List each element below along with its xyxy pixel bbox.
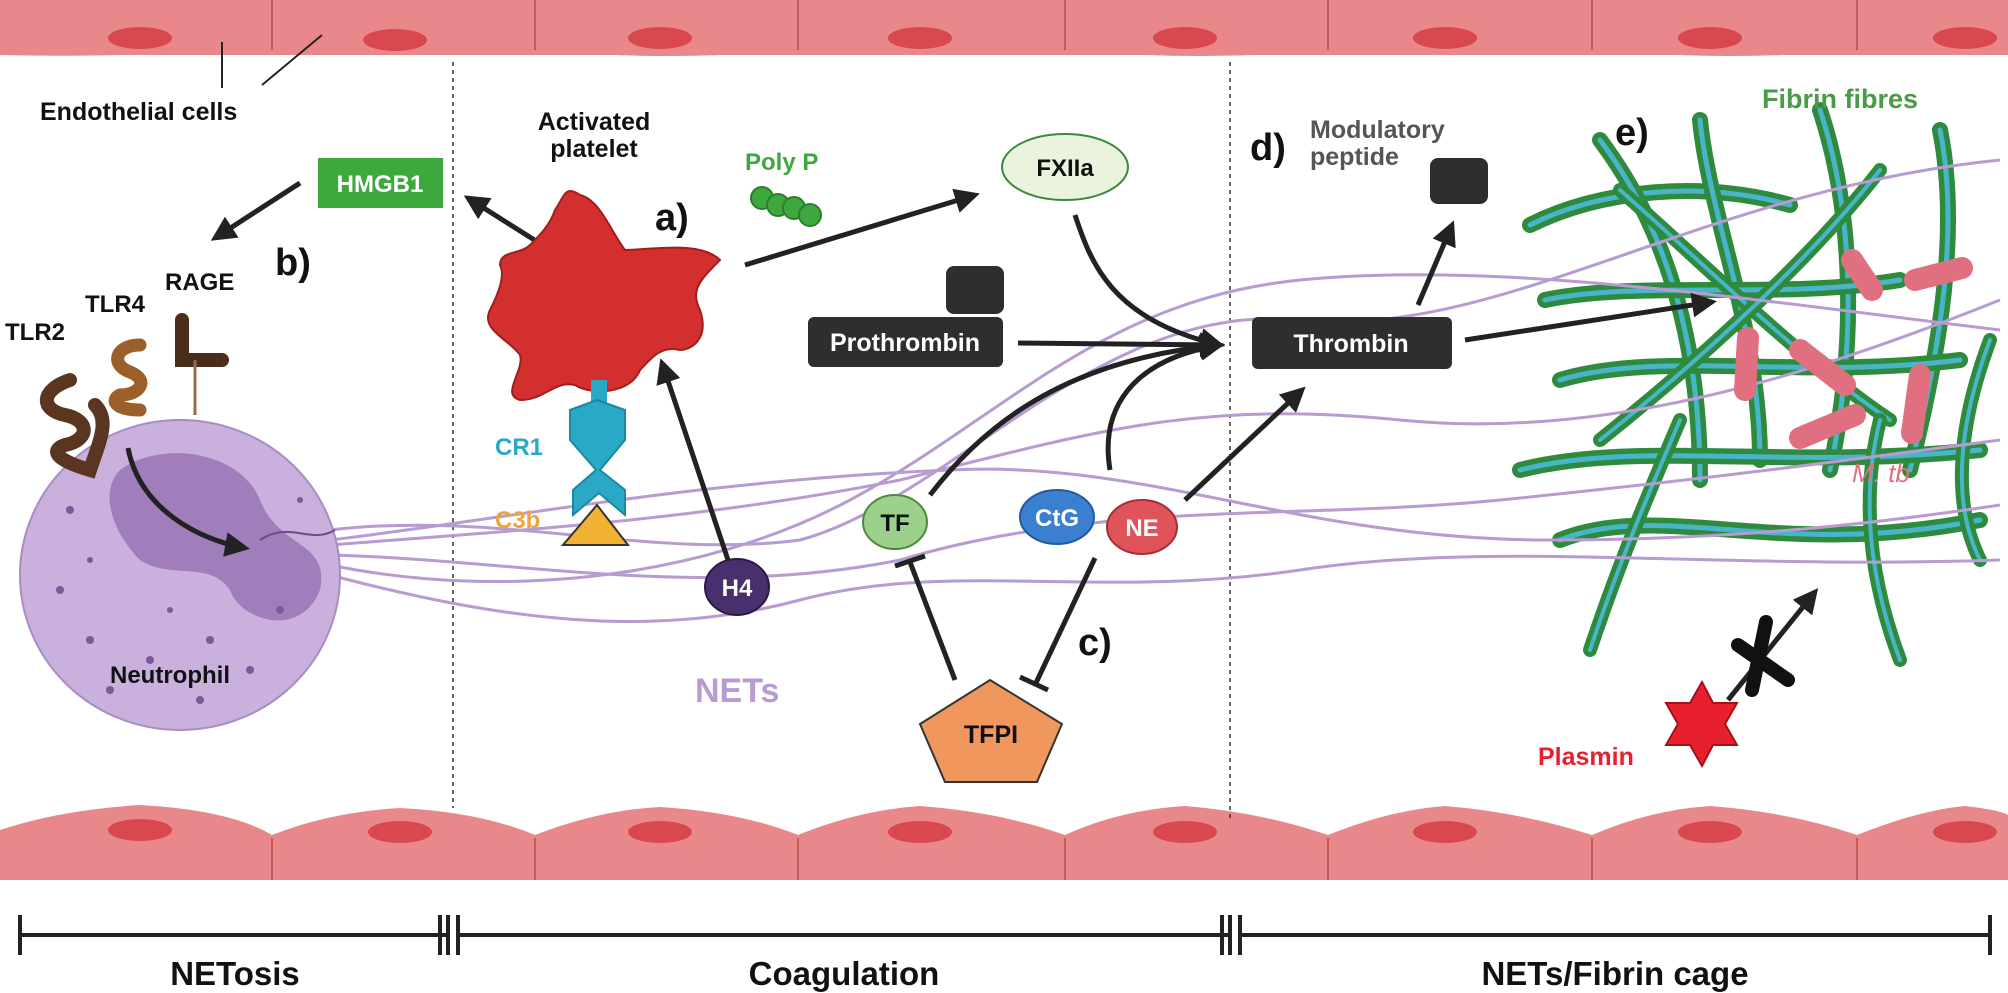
- tf-label: TF: [880, 510, 909, 537]
- neutrophil-internal-arrow: [125, 447, 250, 557]
- tlr4-label: TLR4: [85, 291, 146, 318]
- arrow-thrombin-to-peptide: [1415, 220, 1456, 306]
- cr1-label: CR1: [495, 434, 543, 461]
- hmgb1-label: HMGB1: [337, 171, 424, 198]
- m-tb-label: M. tb: [1852, 458, 1910, 488]
- tlr2-label: TLR2: [5, 319, 65, 346]
- modulatory-peptide-label-line1: Modulatory: [1310, 116, 1445, 144]
- modulatory-peptide-block: [1430, 158, 1488, 204]
- endothelial-cell-borders-bottom: [271, 838, 1858, 880]
- blocked-cross-icon: [1731, 615, 1795, 697]
- ne-ellipse: [1106, 499, 1178, 555]
- arrow-platelet-to-fxiia: [744, 188, 980, 268]
- endothelial-label-pointers: [221, 34, 323, 88]
- panel-letter-e: e): [1615, 112, 1649, 154]
- endothelial-cell-borders-top: [271, 0, 1858, 50]
- panel-letter-d: d): [1250, 127, 1286, 169]
- ctg-ellipse: [1019, 489, 1095, 545]
- prothrombin-subunit: [946, 266, 1004, 314]
- neutrophil: [19, 419, 341, 731]
- neutrophil-nucleus: [109, 453, 322, 621]
- modulatory-peptide-label-line2: peptide: [1310, 143, 1399, 171]
- rage-receptor: [175, 313, 229, 367]
- activated-platelet: [487, 190, 722, 402]
- panel-letter-a: a): [655, 197, 689, 239]
- arrow-ne-to-thrombin: [1183, 386, 1306, 502]
- phase-dividers: [452, 62, 1231, 818]
- receptors: [39, 313, 229, 479]
- converging-arrows: [928, 214, 1225, 497]
- rage-label: RAGE: [165, 269, 234, 296]
- phase-label-netosis: NETosis: [170, 955, 300, 992]
- endothelial-cells-label: Endothelial cells: [40, 98, 237, 126]
- tfpi-pentagon: [918, 678, 1064, 783]
- plasmin-label: Plasmin: [1538, 743, 1634, 771]
- prothrombin-box: [808, 317, 1003, 367]
- endothelial-nuclei-top: [108, 27, 1997, 51]
- ctg-label: CtG: [1035, 505, 1079, 532]
- c3b-triangle: [560, 503, 631, 546]
- tf-ellipse: [862, 494, 928, 550]
- inhibition-lines: [894, 553, 1098, 693]
- plasmin-star: [1664, 679, 1739, 769]
- fibrin-fibres-label: Fibrin fibres: [1762, 84, 1918, 114]
- endothelial-nuclei-bottom: [108, 819, 1997, 843]
- hmgb1-box: HMGB1: [318, 158, 443, 208]
- poly-p-chain: [750, 186, 822, 227]
- phase-timeline: [18, 915, 1992, 955]
- fibrin-network: [1512, 102, 1997, 667]
- h4-label: H4: [722, 575, 753, 602]
- arrow-h4-to-platelet: [656, 358, 731, 561]
- phase-label-nets-fibrin-cage: NETs/Fibrin cage: [1481, 955, 1748, 992]
- nets-label: NETs: [695, 672, 779, 710]
- tfpi-label: TFPI: [964, 721, 1018, 749]
- poly-p-label: Poly P: [745, 149, 818, 176]
- arrow-plasmin-to-fibrin: [1726, 588, 1819, 702]
- tlr2-receptor: [39, 373, 110, 479]
- endothelium-bottom: [0, 805, 2008, 880]
- neutrophil-label: Neutrophil: [110, 662, 230, 689]
- phase-label-coagulation: Coagulation: [749, 955, 940, 992]
- thrombin-label: Thrombin: [1293, 330, 1408, 358]
- endothelium-top: [0, 0, 2008, 56]
- panel-letter-c: c): [1078, 622, 1112, 664]
- c3b-label: C3b: [495, 507, 540, 534]
- arrow-thrombin-to-fibrin: [1464, 292, 1717, 343]
- prothrombin-label: Prothrombin: [830, 329, 980, 357]
- arrow-hmgb1-to-receptors: [210, 180, 302, 241]
- ne-label: NE: [1125, 515, 1158, 542]
- activated-platelet-label-line2: platelet: [550, 135, 638, 163]
- fxiia-ellipse: [1001, 133, 1129, 201]
- tlr4-receptor: [108, 338, 148, 417]
- m-tb-bacilli: [1734, 249, 1973, 449]
- fxiia-label: FXIIa: [1036, 155, 1094, 182]
- h4-ellipse: [704, 558, 770, 616]
- thrombin-box: [1252, 317, 1452, 369]
- neutrophil-granules: [56, 497, 303, 704]
- panel-letter-b: b): [275, 242, 311, 284]
- cr1-receptor: [569, 380, 626, 518]
- activated-platelet-label-line1: Activated: [538, 108, 651, 136]
